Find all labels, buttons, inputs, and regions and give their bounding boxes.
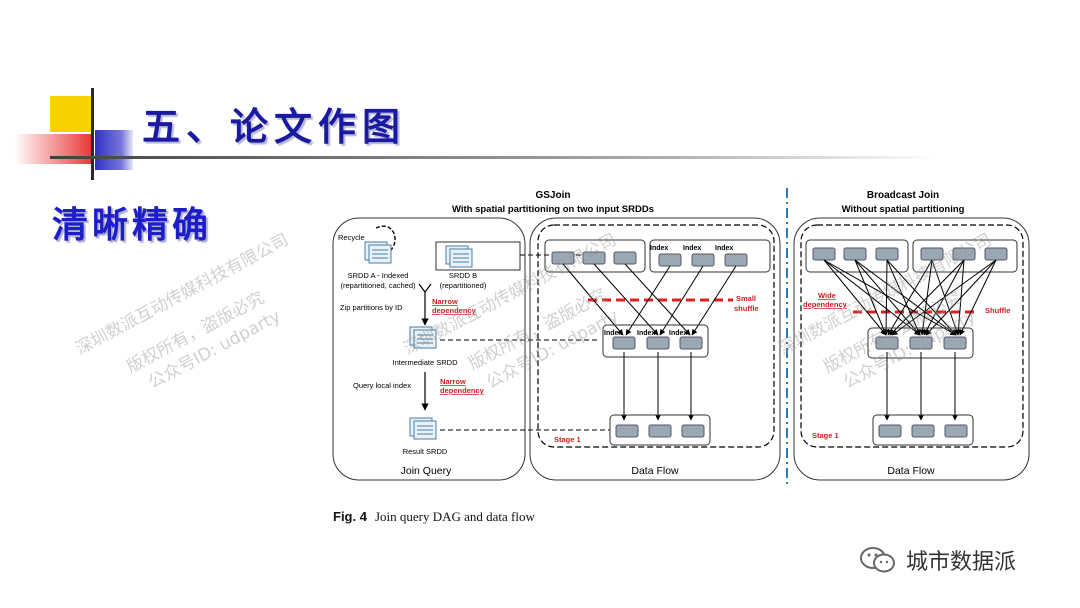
slide-title: 五、论文作图 <box>142 105 407 149</box>
gsjoin-input-b <box>649 239 771 273</box>
index-label-2: Index <box>683 245 701 252</box>
srdd-a-sublabel: (repartitioned, cached) <box>340 281 416 290</box>
join-query-figure: GSJoin With spatial partitioning on two … <box>332 188 1030 485</box>
broadcast-stage-arrows <box>884 352 958 421</box>
broadcast-input-a <box>805 239 909 273</box>
gsjoin-stage1: Stage 1 <box>554 435 581 444</box>
result-srdd-icon <box>409 417 437 440</box>
brand-logo: 城市数据派 <box>858 544 1016 576</box>
gsjoin-dataflow-label: Data Flow <box>631 465 679 477</box>
gsjoin-shuffle-arrows <box>562 263 737 336</box>
small-shuffle-b: shuffle <box>734 304 759 313</box>
broadcast-input-b <box>912 239 1018 273</box>
index-label-3: Index <box>715 245 733 252</box>
intermediate-label: Intermediate SRDD <box>392 358 458 367</box>
figure-caption-text: Join query DAG and data flow <box>374 509 535 524</box>
wechat-icon <box>860 547 895 573</box>
gsjoin-input-a <box>544 239 646 273</box>
figure-caption-label: Fig. 4 <box>333 509 367 524</box>
broadcast-shuffle-arrows <box>823 259 997 336</box>
srdd-b-sublabel: (repartitioned) <box>440 281 487 290</box>
deco-vertical-line <box>91 88 94 180</box>
gsjoin-title: GSJoin <box>535 190 570 201</box>
gsjoin-result-group <box>609 414 711 446</box>
index-label-6: Index <box>669 330 687 337</box>
wide-dependency-b: dependency <box>803 300 848 309</box>
zip-connector <box>419 283 431 325</box>
intermediate-srdd-icon <box>409 326 437 349</box>
wide-dependency-a: Wide <box>818 291 836 300</box>
join-query-panel <box>332 217 526 481</box>
result-label: Result SRDD <box>403 447 448 456</box>
figure-caption: Fig. 4 Join query DAG and data flow <box>333 509 535 525</box>
broadcast-dataflow-panel <box>793 217 1030 481</box>
deco-horizontal-line <box>50 156 940 159</box>
narrow-dependency-1a: Narrow <box>432 297 458 306</box>
small-shuffle-a: Small <box>736 294 756 303</box>
query-local-label: Query local index <box>353 381 411 390</box>
broadcast-stage1: Stage 1 <box>812 431 839 440</box>
slide-subtitle: 清晰精确 <box>52 205 213 246</box>
deco-yellow-square <box>50 96 92 132</box>
gsjoin-top-nodes <box>551 251 748 267</box>
index-label-4: Index <box>604 330 622 337</box>
gsjoin-result-nodes <box>615 424 705 438</box>
narrow-dependency-2b: dependency <box>440 386 485 395</box>
gsjoin-subtitle: With spatial partitioning on two input S… <box>452 204 654 215</box>
srdd-a-label: SRDD A - Indexed <box>348 271 409 280</box>
index-label-1: Index <box>650 245 668 252</box>
narrow-dependency-1b: dependency <box>432 306 477 315</box>
gsjoin-middle-group <box>602 324 709 358</box>
srdd-b-highlight <box>435 241 521 271</box>
shuffle-label: Shuffle <box>985 306 1010 315</box>
index-label-5: Index <box>637 330 655 337</box>
broadcast-stage-box <box>800 224 1024 448</box>
brand-name: 城市数据派 <box>906 550 1017 575</box>
broadcast-top-nodes <box>812 247 1008 261</box>
gsjoin-middle-nodes <box>612 336 703 350</box>
srdd-b-label: SRDD B <box>449 271 477 280</box>
broadcast-result-nodes <box>878 424 968 438</box>
recycle-label: Recycle <box>338 233 365 242</box>
srdd-a-icon <box>364 241 392 264</box>
deco-blue-square <box>95 130 133 170</box>
broadcast-dataflow-label: Data Flow <box>887 465 935 477</box>
srdd-b-icon <box>445 245 473 268</box>
broadcast-result-group <box>872 414 974 446</box>
broadcast-title: Broadcast Join <box>867 190 939 201</box>
gsjoin-stage-box <box>537 224 775 448</box>
gsjoin-dataflow-panel <box>529 217 781 481</box>
gsjoin-stage-arrows <box>621 352 694 421</box>
narrow-dependency-2a: Narrow <box>440 377 466 386</box>
deco-red-bar <box>14 134 94 164</box>
broadcast-subtitle: Without spatial partitioning <box>842 204 965 215</box>
join-query-label: Join Query <box>401 465 453 477</box>
broadcast-middle-nodes <box>875 336 967 350</box>
zip-label: Zip partitions by ID <box>340 303 403 312</box>
